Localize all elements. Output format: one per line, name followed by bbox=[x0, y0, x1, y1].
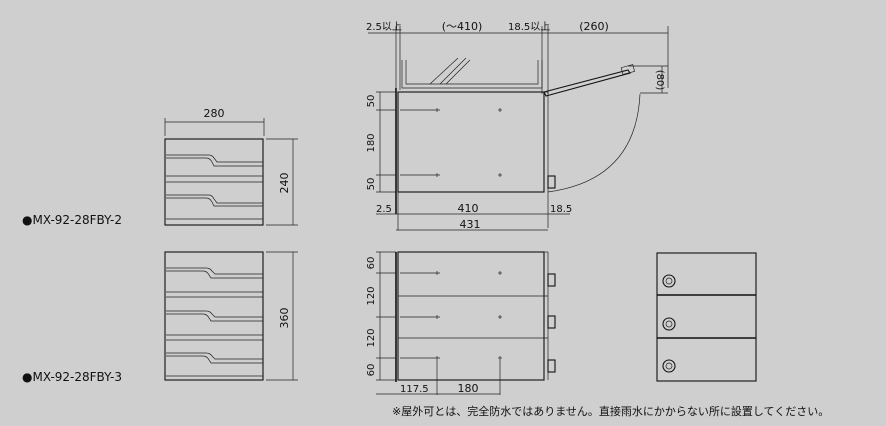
front-view-3-unit: 360 ●MX-92-28FBY-3 bbox=[22, 251, 298, 384]
mount-holes-lower bbox=[400, 271, 502, 395]
lower-bottom-mid-label: 180 bbox=[458, 382, 479, 395]
side-v1-label: 50 bbox=[366, 95, 377, 108]
side-bottom-mid-label: 410 bbox=[458, 202, 479, 215]
lid-swing-height-label: (80) bbox=[654, 70, 665, 91]
side-view-upper: 2.5以上 (～410) 18.5以上 (260) (80) bbox=[366, 20, 669, 231]
side-total-label: 431 bbox=[460, 218, 481, 231]
front-width-label: 280 bbox=[204, 107, 225, 120]
lock-icon bbox=[662, 317, 676, 331]
depth-approx-label: (～410) bbox=[442, 20, 483, 33]
lower-v3-label: 120 bbox=[366, 328, 377, 347]
lower-v1-label: 60 bbox=[366, 257, 377, 270]
clearance-right-label: 18.5以上 bbox=[508, 21, 550, 33]
side-v3-label: 50 bbox=[366, 178, 377, 191]
lid-swing-width-label: (260) bbox=[579, 20, 609, 33]
lock-icon bbox=[662, 359, 676, 373]
installation-note: ※屋外可とは、完全防水ではありません。直接雨水にかからない所に設置してください。 bbox=[392, 404, 829, 418]
side-bottom-right-label: 18.5 bbox=[550, 204, 572, 215]
lower-bottom-left-label: 117.5 bbox=[400, 384, 429, 395]
front-height-2-label: 240 bbox=[278, 173, 291, 194]
front-height-3-label: 360 bbox=[278, 308, 291, 329]
side-v2-label: 180 bbox=[366, 133, 377, 152]
clearance-left-label: 2.5以上 bbox=[366, 21, 402, 33]
model-name-2: ●MX-92-28FBY-2 bbox=[22, 213, 122, 227]
side-view-lower: 60 120 120 60 117.5 180 bbox=[366, 251, 556, 395]
side-bottom-left-label: 2.5 bbox=[376, 204, 392, 215]
lower-v4-label: 60 bbox=[366, 364, 377, 377]
model-name-3: ●MX-92-28FBY-3 bbox=[22, 370, 122, 384]
mount-holes-upper bbox=[400, 108, 502, 177]
front-view-2-unit: 280 240 ●MX-92-28FBY-2 bbox=[22, 107, 298, 227]
front-elevation-3-unit bbox=[656, 252, 757, 382]
lock-icon bbox=[662, 274, 676, 288]
lower-v2-label: 120 bbox=[366, 286, 377, 305]
